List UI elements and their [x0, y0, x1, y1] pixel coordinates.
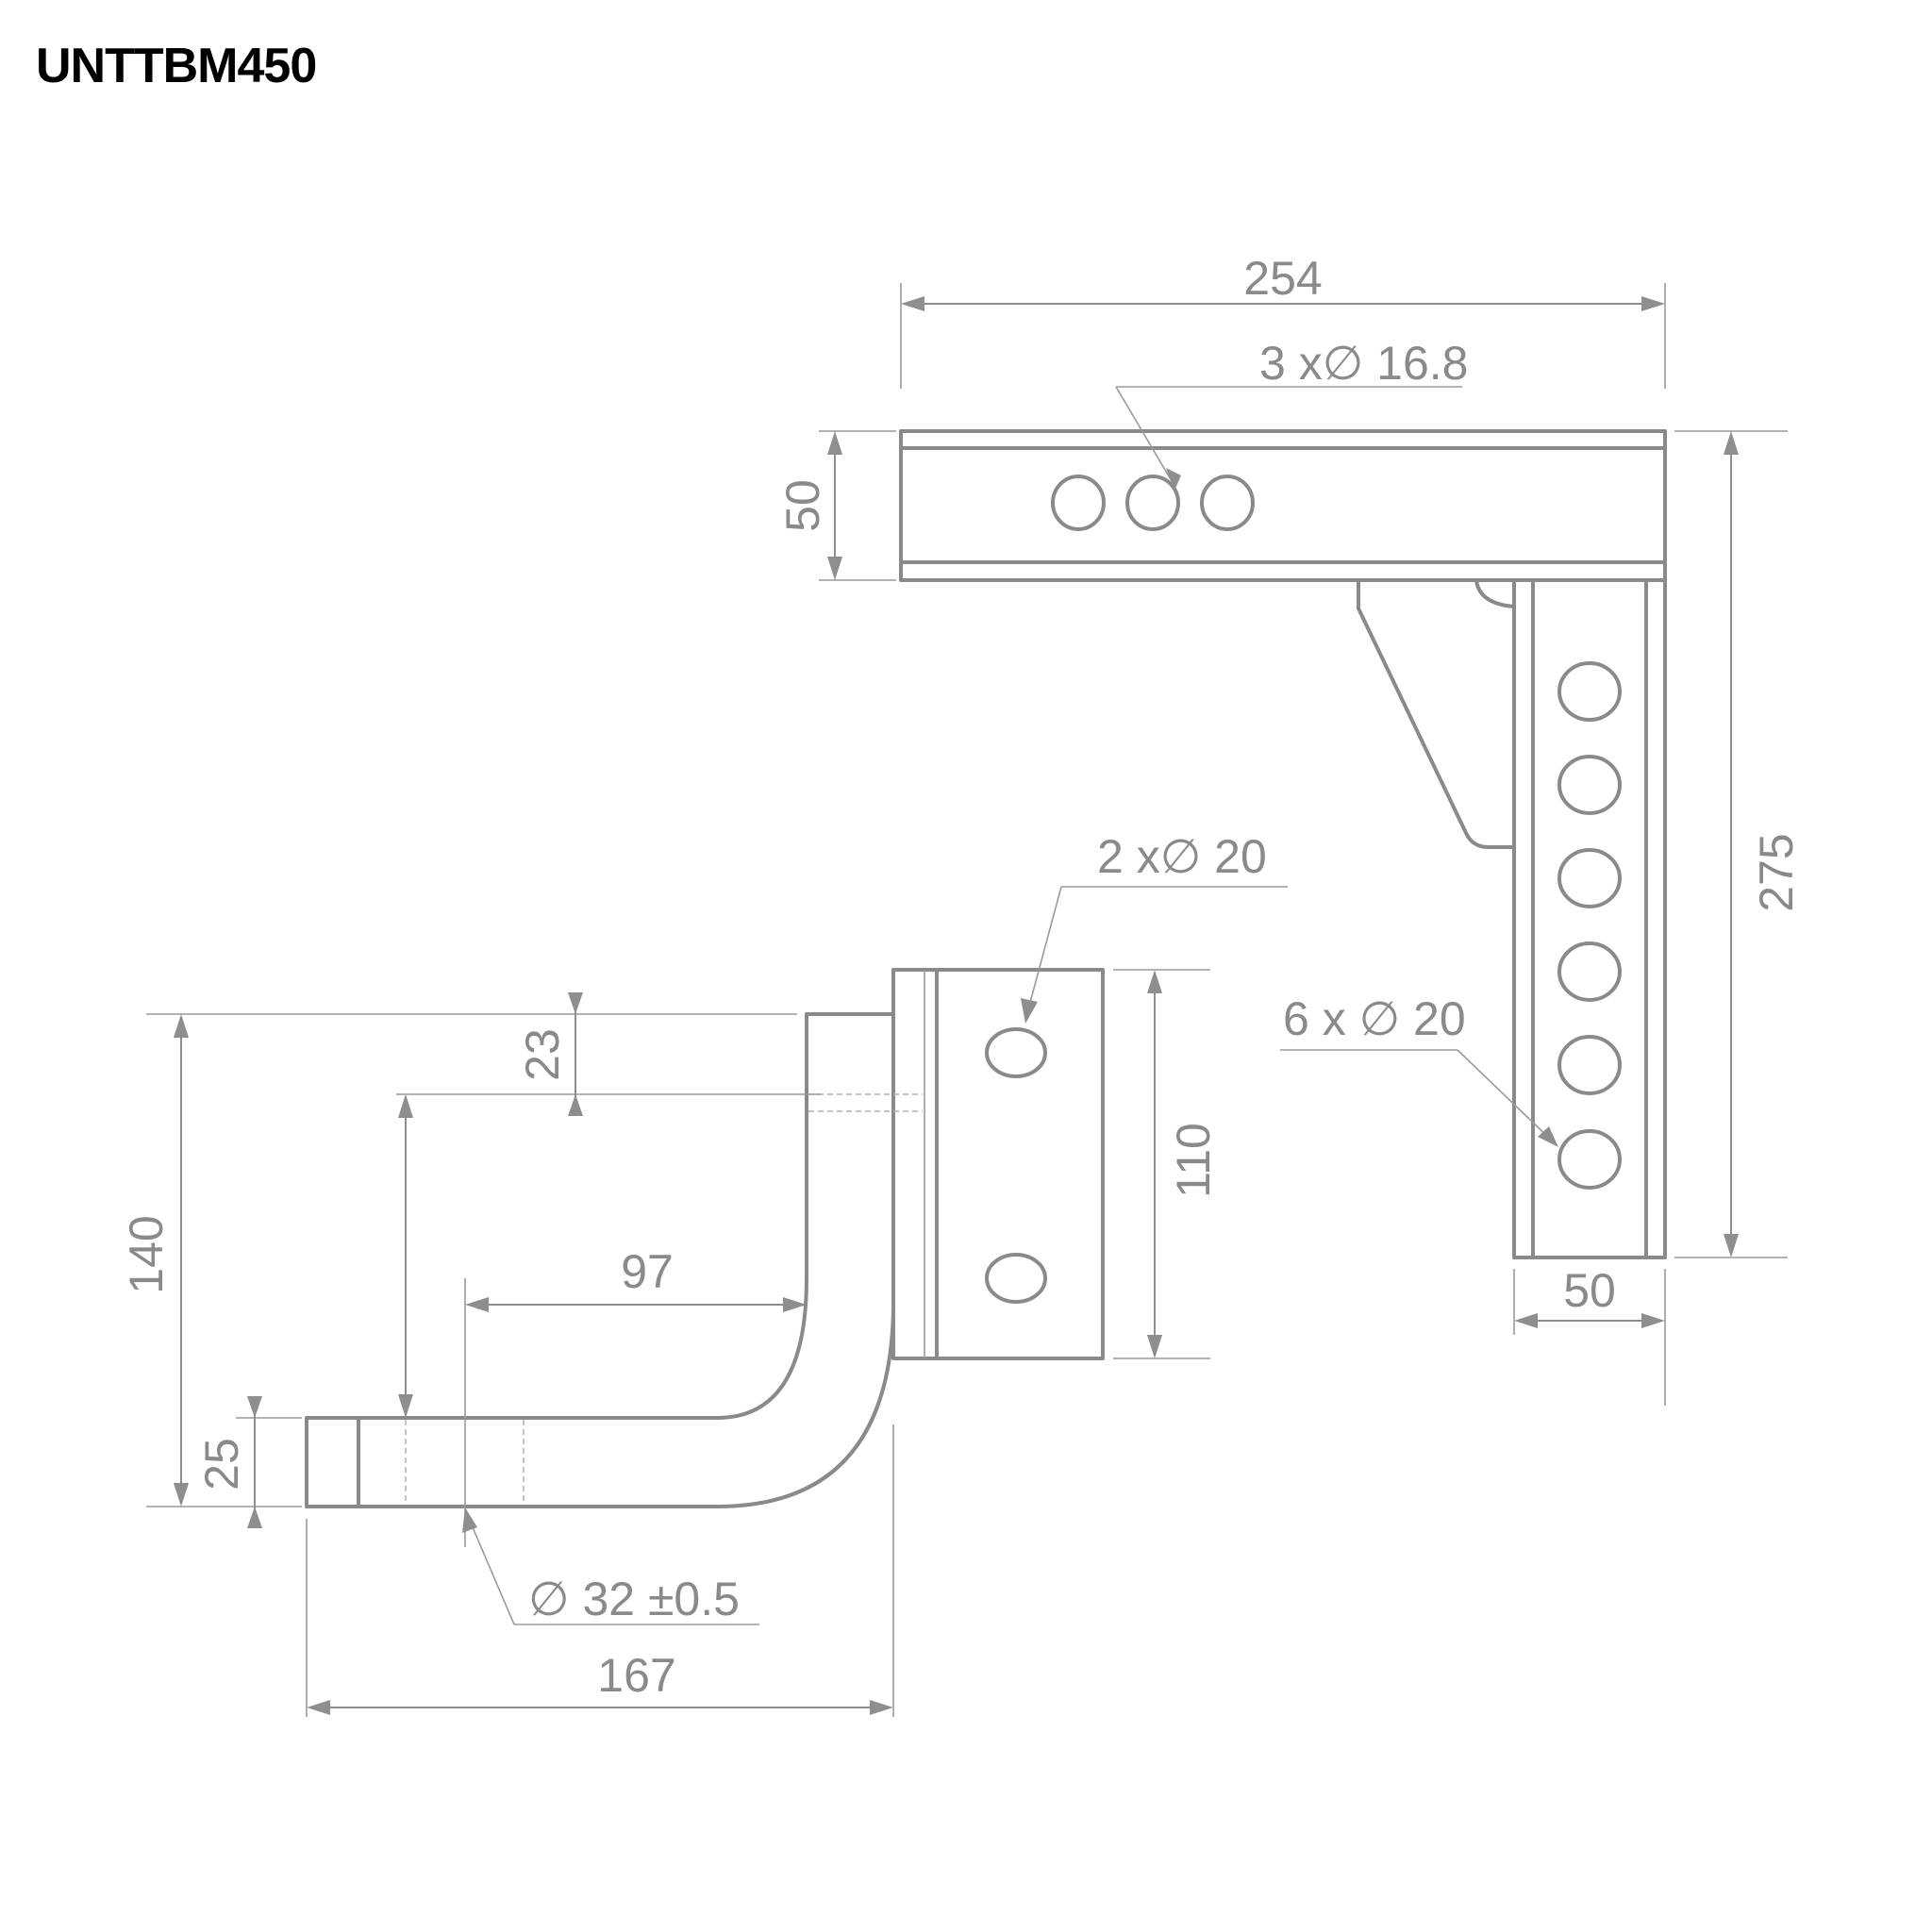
dim-drop-to-tongue — [398, 1094, 413, 1418]
dim-top-offset: 23 — [146, 992, 821, 1116]
svg-text:254: 254 — [1243, 252, 1322, 305]
shank-hole-1 — [1051, 475, 1106, 531]
plate-hole-1 — [985, 1027, 1047, 1078]
dim-drop-bar-height: 275 — [1674, 430, 1803, 1258]
dim-plate-height: 110 — [1113, 969, 1220, 1359]
svg-text:50: 50 — [776, 479, 829, 532]
svg-text:275: 275 — [1750, 833, 1803, 911]
model-number-title: UNTTBM450 — [36, 39, 317, 93]
drop-bar-hole-6 — [1557, 1129, 1622, 1190]
svg-text:6 x ∅ 20: 6 x ∅ 20 — [1283, 992, 1466, 1045]
drop-bar-hole-3 — [1557, 848, 1622, 908]
callout-shank-holes: 3 x∅ 16.8 — [1115, 337, 1468, 491]
callout-plate-holes: 2 x∅ 20 — [1021, 830, 1288, 1024]
drop-bar-hole-4 — [1557, 941, 1622, 1002]
callout-ball-hole: ∅ 32 ±0.5 — [462, 1507, 759, 1625]
dim-overall-height: 140 — [120, 1014, 302, 1507]
shank-part — [899, 429, 1667, 582]
svg-text:97: 97 — [621, 1245, 674, 1298]
svg-text:110: 110 — [1167, 1123, 1220, 1198]
svg-text:140: 140 — [120, 1215, 173, 1293]
svg-text:2 x∅ 20: 2 x∅ 20 — [1097, 830, 1267, 883]
dim-drop-bar-width: 50 — [1513, 1264, 1666, 1406]
svg-text:∅ 32 ±0.5: ∅ 32 ±0.5 — [528, 1573, 740, 1625]
svg-text:23: 23 — [516, 1028, 569, 1081]
drop-bar-hole-5 — [1557, 1035, 1622, 1095]
dim-shank-height: 50 — [776, 430, 896, 581]
dim-reach-to-hole: 97 — [464, 1245, 807, 1547]
ball-mount-part — [305, 968, 1105, 1508]
drop-bar-hole-1 — [1557, 661, 1622, 722]
shank-hole-3 — [1200, 475, 1255, 531]
callout-drop-bar-holes: 6 x ∅ 20 — [1280, 992, 1558, 1147]
drop-bar-part — [1357, 578, 1667, 1259]
dim-overall-length: 167 — [306, 1424, 894, 1717]
dim-shank-length: 254 — [900, 252, 1666, 389]
svg-text:167: 167 — [597, 1649, 675, 1702]
svg-text:50: 50 — [1563, 1264, 1616, 1317]
svg-text:25: 25 — [195, 1438, 248, 1491]
dim-tongue-thickness: 25 — [195, 1396, 302, 1528]
shank-hole-2 — [1125, 475, 1180, 531]
svg-text:3 x∅ 16.8: 3 x∅ 16.8 — [1259, 337, 1468, 390]
plate-hole-2 — [985, 1253, 1047, 1304]
drop-bar-hole-2 — [1557, 755, 1622, 815]
